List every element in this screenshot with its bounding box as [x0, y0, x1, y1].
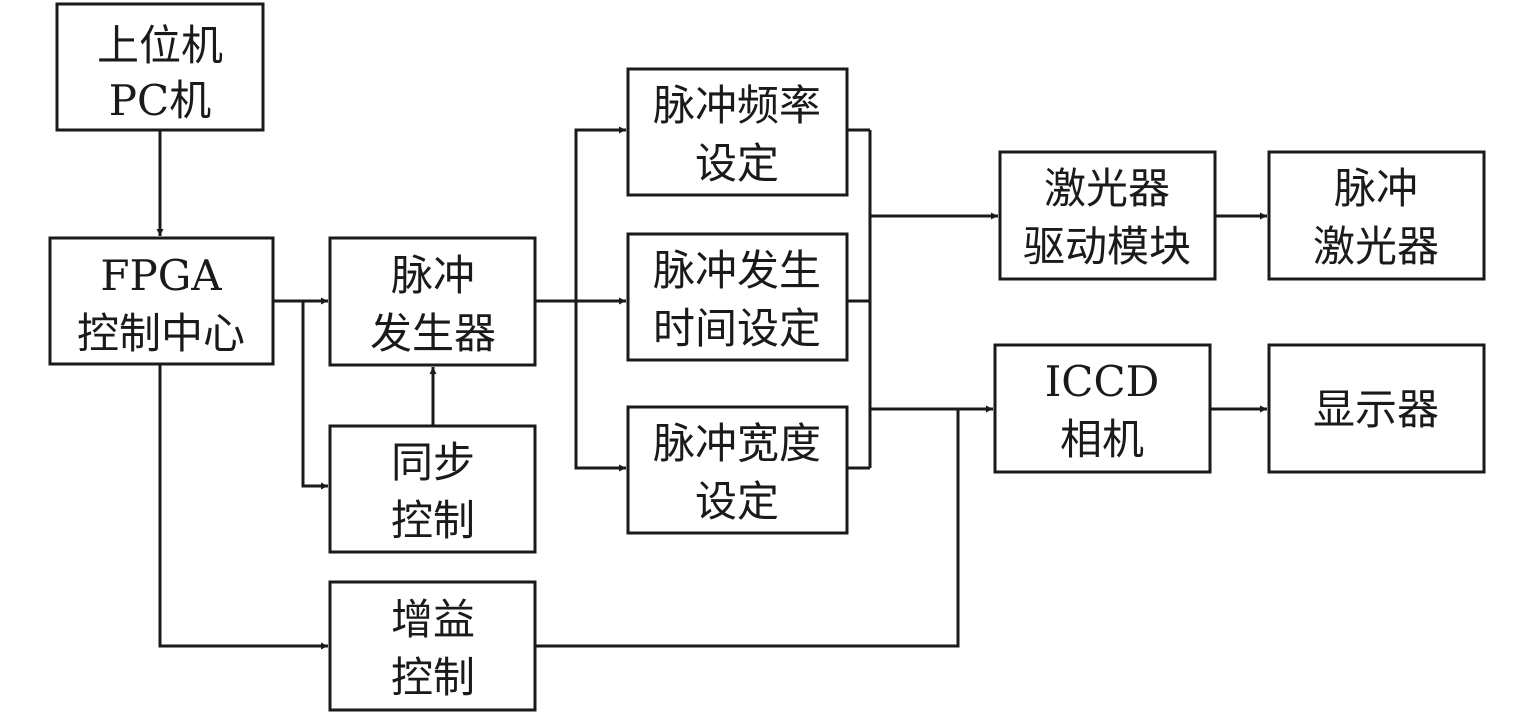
node-box — [55, 2, 265, 132]
node-host-pc: 上位机 PC机 — [55, 2, 265, 132]
node-box — [626, 67, 849, 197]
node-label-line: 设定 — [695, 477, 779, 526]
node-iccd-camera: ICCD 相机 — [993, 343, 1212, 474]
node-box — [626, 405, 849, 535]
node-label-line: 脉冲 — [1334, 164, 1418, 213]
connectors — [156, 126, 1267, 650]
node-label-line: FPGA — [100, 251, 222, 300]
node-laser-driver-module: 激光器 驱动模块 — [998, 150, 1217, 281]
node-label-line: 同步 — [391, 438, 475, 487]
node-label-line: 显示器 — [1313, 385, 1439, 434]
node-box — [328, 236, 537, 367]
node-label-line: 控制 — [391, 653, 475, 702]
edge-pulse-generator-to-freq — [574, 126, 626, 301]
node-sync-control: 同步 控制 — [328, 424, 537, 554]
edge-fpga-to-gain-control — [158, 364, 328, 650]
node-label-line: PC机 — [109, 76, 211, 125]
node-label-line: 上位机 — [97, 21, 223, 70]
node-pulse-frequency-setting: 脉冲频率 设定 — [626, 67, 849, 197]
node-label-line: 时间设定 — [653, 304, 821, 353]
node-label-line: ICCD — [1045, 357, 1160, 406]
node-pulse-width-setting: 脉冲宽度 设定 — [626, 405, 849, 535]
node-box — [328, 580, 537, 712]
node-label-line: 驱动模块 — [1023, 222, 1191, 271]
node-label-line: 设定 — [695, 139, 779, 188]
node-label-line: 脉冲发生 — [653, 246, 821, 295]
node-label-line: 控制中心 — [77, 309, 245, 358]
node-box — [626, 232, 849, 362]
node-label-line: 脉冲频率 — [653, 81, 821, 130]
node-label-line: 脉冲 — [391, 251, 475, 300]
node-display: 显示器 — [1267, 343, 1486, 474]
node-label-line: 脉冲宽度 — [653, 419, 821, 468]
node-gain-control: 增益 控制 — [328, 580, 537, 712]
node-label-line: 相机 — [1060, 415, 1144, 464]
node-box — [1267, 150, 1486, 281]
edge-gain-to-iccd — [535, 409, 960, 648]
node-pulse-generator: 脉冲 发生器 — [328, 236, 537, 367]
node-pulse-laser: 脉冲 激光器 — [1267, 150, 1486, 281]
node-label-line: 激光器 — [1044, 164, 1170, 213]
node-box — [993, 343, 1212, 474]
node-box — [48, 236, 275, 366]
node-box — [998, 150, 1217, 281]
node-fpga-control-center: FPGA 控制中心 — [48, 236, 275, 366]
node-label-line: 发生器 — [370, 309, 496, 358]
node-label-line: 控制 — [391, 496, 475, 545]
node-label-line: 增益 — [391, 595, 475, 644]
node-box — [328, 424, 537, 554]
node-label-line: 激光器 — [1313, 222, 1439, 271]
edge-pulse-generator-to-width — [574, 301, 626, 472]
edge-fpga-to-sync-control — [301, 301, 328, 490]
node-pulse-time-setting: 脉冲发生 时间设定 — [626, 232, 849, 362]
node-box — [1267, 343, 1486, 474]
